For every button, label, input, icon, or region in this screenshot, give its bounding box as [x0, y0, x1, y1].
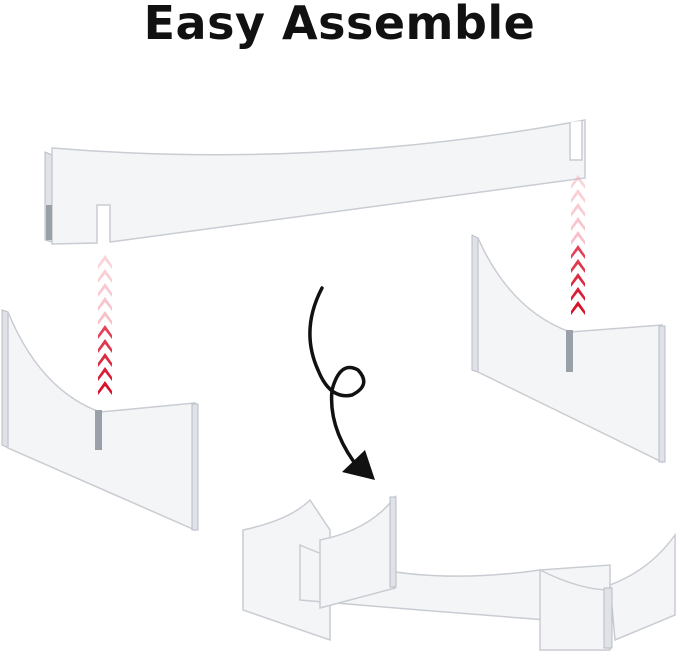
chevron-mark [98, 325, 112, 339]
chevron-mark [98, 283, 112, 297]
chevron-mark [571, 217, 585, 231]
chevron-mark [98, 367, 112, 381]
chevron-mark [571, 189, 585, 203]
right-stand-piece [471, 234, 666, 464]
chevron-mark [98, 255, 112, 269]
chevron-mark [98, 339, 112, 353]
chevron-mark [98, 353, 112, 367]
chevron-mark [98, 311, 112, 325]
chevron-mark [98, 269, 112, 283]
chevron-mark [571, 231, 585, 245]
chevron-mark [571, 287, 585, 301]
chevron-mark [571, 301, 585, 315]
chevron-mark [571, 245, 585, 259]
chevron-mark [98, 381, 112, 395]
left-stand-piece [1, 309, 199, 532]
assembled-stand [242, 494, 676, 651]
curly-down-arrow-icon [308, 286, 375, 480]
title: Easy Assemble [143, 0, 536, 50]
up-chevron-arrow-left-icon [98, 255, 112, 395]
chevron-mark [98, 297, 112, 311]
chevron-mark [571, 273, 585, 287]
chevron-mark [571, 259, 585, 273]
crossbar-piece [44, 119, 586, 245]
chevron-mark [571, 175, 585, 189]
chevron-mark [571, 203, 585, 217]
up-chevron-arrow-right-icon [571, 175, 585, 315]
